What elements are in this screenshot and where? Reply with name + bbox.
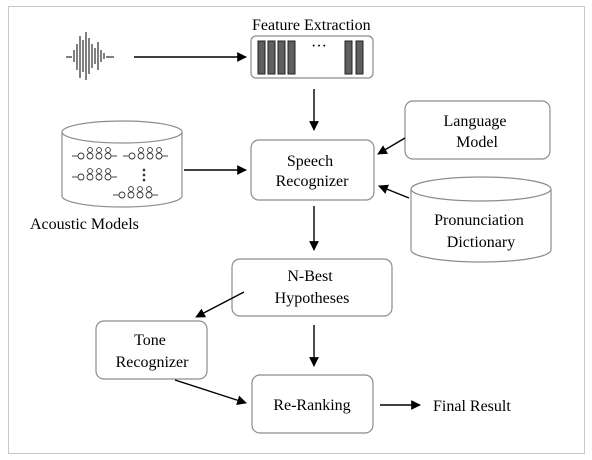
acoustic-models-label: Acoustic Models — [30, 216, 139, 233]
pronunciation-dictionary-label: Pronunciation Dictionary — [434, 212, 528, 251]
final-result-label: Final Result — [433, 398, 511, 415]
arrow-lm-to-recognizer — [377, 137, 406, 155]
language-model-line-2: Model — [456, 134, 498, 151]
arrow-dict-to-recognizer — [378, 184, 410, 199]
nbest-line-2: Hypotheses — [275, 290, 350, 307]
speech-recognizer-line-2: Recognizer — [276, 173, 350, 190]
speech-recognizer-box — [250, 139, 375, 201]
reranking-label: Re-Ranking — [273, 397, 350, 414]
tone-recognizer-line-1: Tone — [134, 332, 166, 349]
nbest-line-1: N-Best — [287, 268, 333, 285]
tone-recognizer-line-2: Recognizer — [116, 354, 190, 371]
audio-waveform-icon — [66, 32, 114, 80]
nbest-label: N-Best Hypotheses — [275, 268, 350, 307]
arrow-tone-to-reranking — [174, 379, 247, 405]
pronunciation-dictionary-cylinder — [410, 176, 552, 263]
hmm-states-icon — [72, 147, 168, 199]
nbest-box — [231, 258, 393, 317]
pronunciation-dictionary-line-2: Dictionary — [447, 234, 515, 251]
feature-vectors-icon — [257, 40, 364, 75]
reranking-box — [251, 374, 374, 434]
feature-extraction-label: Feature Extraction — [252, 17, 371, 34]
acoustic-models-cylinder — [61, 120, 183, 208]
tone-recognizer-label: Tone Recognizer — [116, 332, 190, 371]
language-model-label: Language Model — [443, 113, 510, 151]
feature-ellipsis: ··· — [311, 38, 327, 55]
language-model-box — [404, 100, 551, 160]
language-model-line-1: Language — [443, 113, 506, 130]
speech-recognizer-label: Speech Recognizer — [276, 153, 350, 190]
tone-recognizer-box — [95, 320, 208, 380]
arrow-nbest-to-tone — [195, 291, 245, 318]
pronunciation-dictionary-line-1: Pronunciation — [434, 212, 524, 229]
speech-recognizer-line-1: Speech — [287, 153, 333, 170]
